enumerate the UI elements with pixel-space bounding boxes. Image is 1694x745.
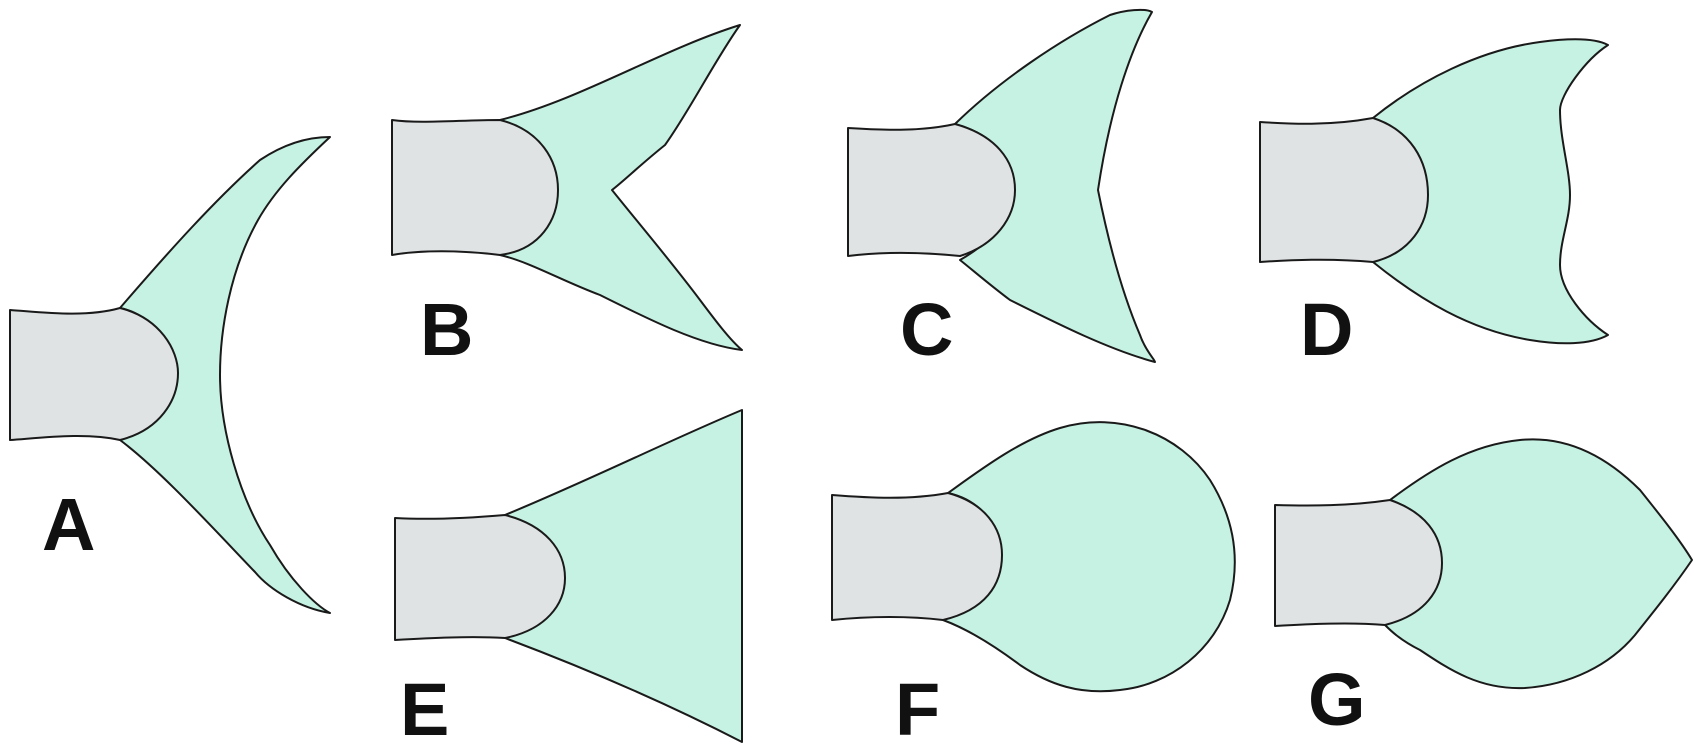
tail-b-peduncle: [391, 119, 559, 256]
tail-g-peduncle: [1274, 499, 1443, 627]
tail-e-peduncle: [394, 514, 566, 641]
tail-c-peduncle: [847, 123, 1016, 257]
tail-a: A: [9, 136, 331, 614]
tail-d: D: [1259, 38, 1609, 371]
tail-f-peduncle: [831, 492, 1003, 621]
tail-c-label: C: [900, 288, 953, 371]
tail-a-peduncle: [9, 307, 179, 441]
tail-a-label: A: [42, 483, 95, 566]
tail-e-label: E: [400, 668, 449, 745]
tail-d-peduncle: [1259, 117, 1429, 263]
tail-d-label: D: [1300, 288, 1353, 371]
tail-b-label: B: [420, 288, 473, 371]
tail-f-label: F: [895, 668, 940, 745]
tail-c: C: [847, 8, 1156, 371]
tail-g-label: G: [1308, 658, 1366, 741]
tail-g: G: [1274, 438, 1693, 741]
tail-f: F: [831, 421, 1236, 745]
tail-b: B: [391, 24, 743, 371]
tail-e: E: [394, 409, 743, 745]
